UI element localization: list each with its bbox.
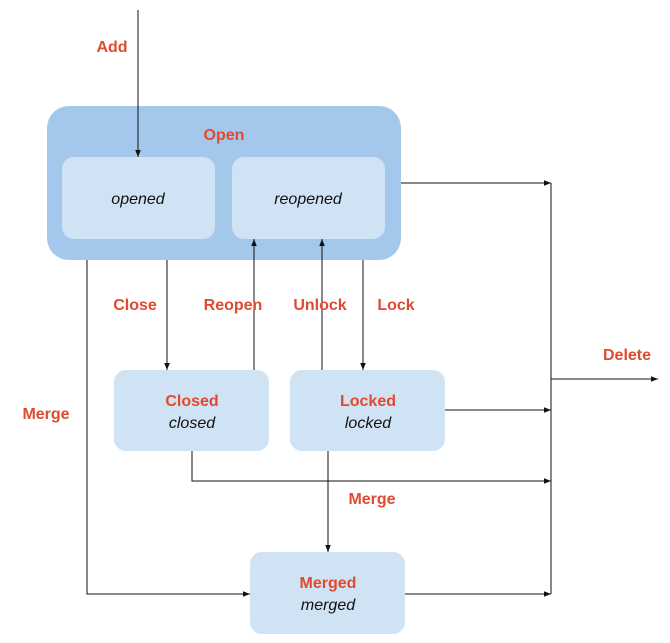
merge-left-label: Merge <box>22 406 69 423</box>
delete-label: Delete <box>603 347 651 364</box>
state-open: Open opened reopened <box>47 106 401 260</box>
opened-box <box>62 157 215 239</box>
state-merged: Merged merged <box>250 552 405 634</box>
closed-title: Closed <box>165 393 218 410</box>
unlock-label: Unlock <box>293 297 346 314</box>
state-closed: Closed closed <box>114 370 269 451</box>
close-label: Close <box>113 297 157 314</box>
merge-center-label: Merge <box>348 491 395 508</box>
state-locked: Locked locked <box>290 370 445 451</box>
delete-from-closed-arrow <box>191 451 551 484</box>
open-title: Open <box>204 127 245 144</box>
closed-label: closed <box>169 415 216 432</box>
closed-box <box>114 370 269 451</box>
locked-title: Locked <box>340 393 396 410</box>
lock-label: Lock <box>377 297 414 314</box>
locked-label: locked <box>345 415 392 432</box>
merged-label: merged <box>301 597 356 614</box>
merge-open-arrow <box>86 260 250 597</box>
reopened-box <box>232 157 385 239</box>
reopened-label: reopened <box>274 191 343 208</box>
merged-title: Merged <box>300 575 357 592</box>
add-label: Add <box>96 39 127 56</box>
reopen-label: Reopen <box>204 297 263 314</box>
opened-label: opened <box>111 191 165 208</box>
merged-box <box>250 552 405 634</box>
locked-box <box>290 370 445 451</box>
